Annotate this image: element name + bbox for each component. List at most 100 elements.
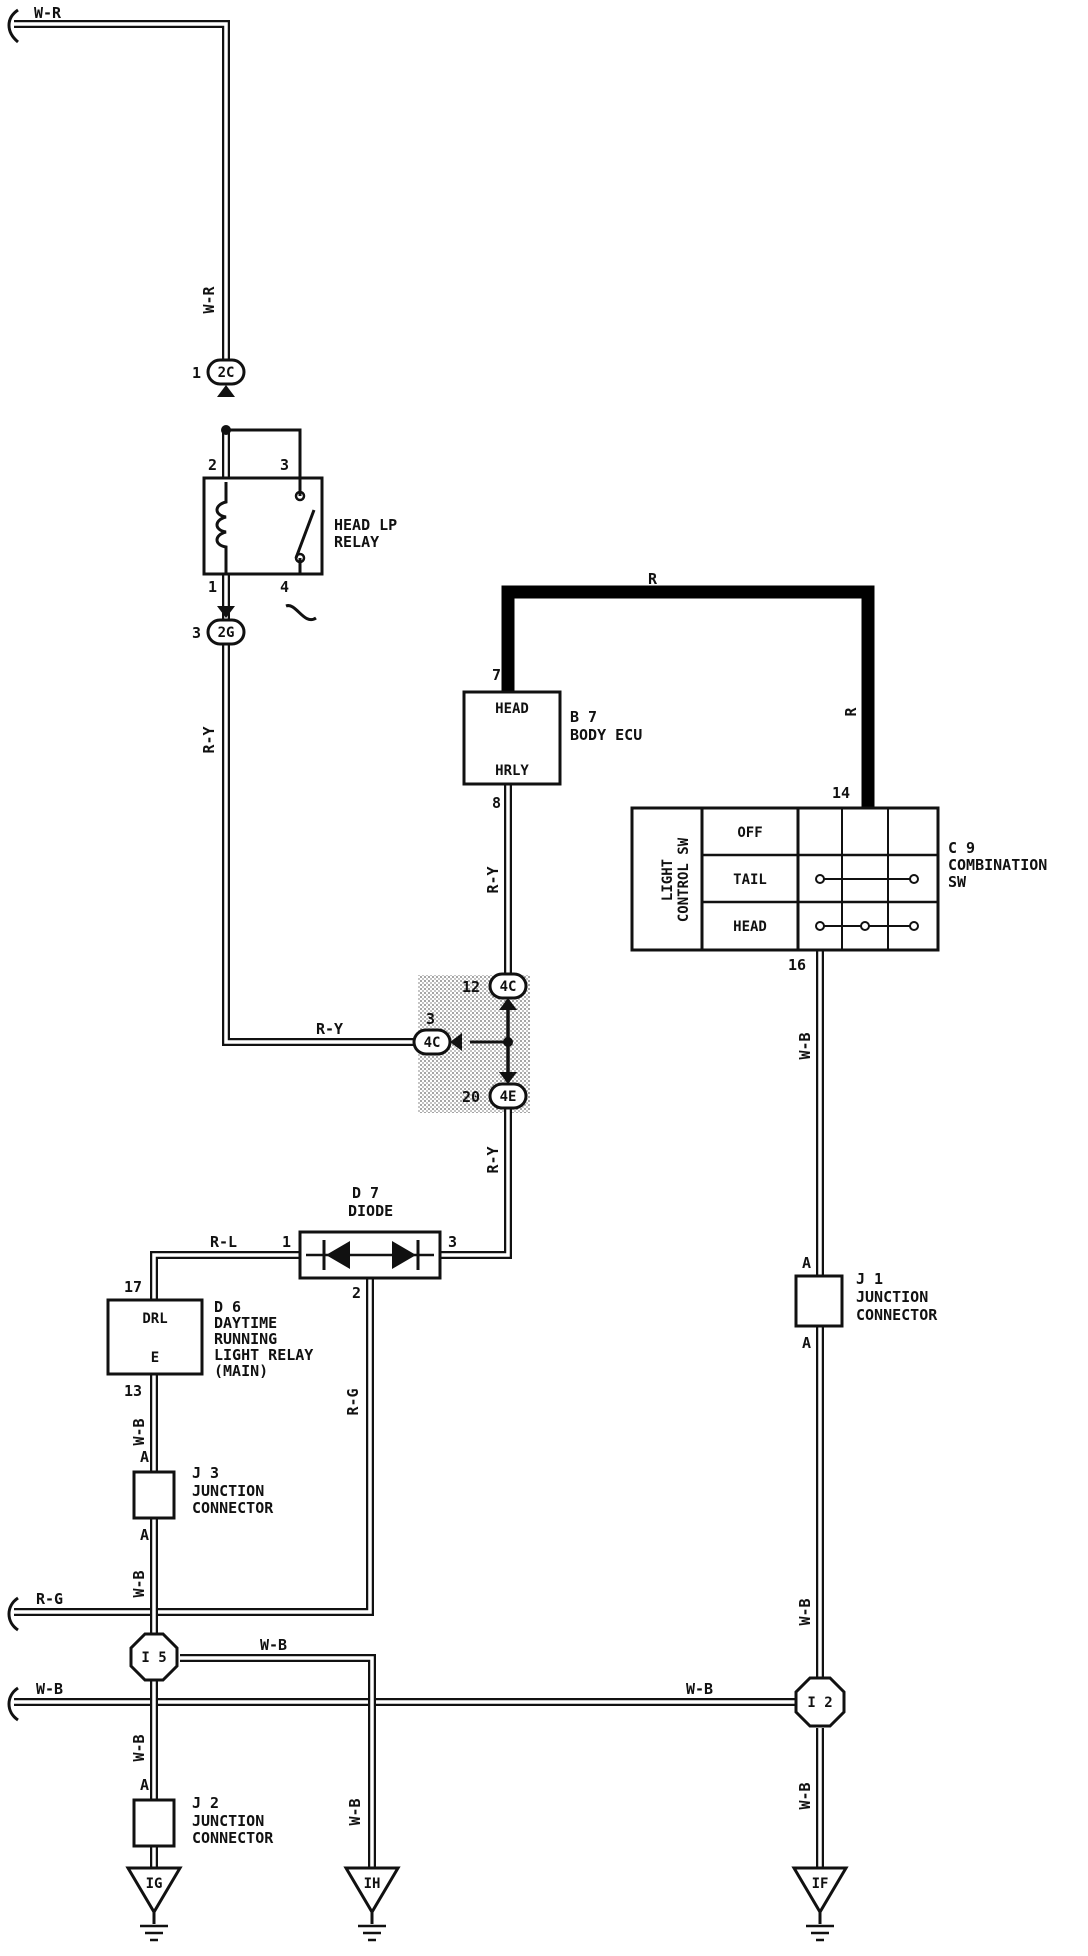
drl-pin-top: DRL bbox=[142, 1311, 167, 1327]
ground-ih: IH bbox=[343, 1866, 401, 1942]
pin-numbers: 1 2 3 1 4 3 7 8 14 16 12 3 20 1 3 2 17 1… bbox=[124, 364, 850, 1794]
pin-j3-a-top: A bbox=[140, 1448, 149, 1466]
pin-drl-17: 17 bbox=[124, 1278, 142, 1296]
pin-diode-1: 1 bbox=[282, 1233, 291, 1251]
wire-r-l bbox=[150, 1251, 300, 1300]
ecu-pin-hrly: HRLY bbox=[495, 763, 529, 779]
junction-j3: J 3 JUNCTION CONNECTOR bbox=[132, 1464, 274, 1520]
wire-label-w-b-ih: W-B bbox=[346, 1798, 364, 1825]
drl-pin-bot: E bbox=[151, 1350, 159, 1366]
connector-i5-label: I 5 bbox=[141, 1650, 166, 1666]
drl-line4: (MAIN) bbox=[214, 1362, 268, 1380]
junction-j1: J 1 JUNCTION CONNECTOR bbox=[794, 1270, 938, 1328]
ground-if: IF bbox=[791, 1866, 849, 1942]
connector-4c-left-label: 4C bbox=[424, 1035, 441, 1051]
combo-row-tail: TAIL bbox=[733, 872, 767, 888]
connector-2c-label: 2C bbox=[218, 365, 235, 381]
relay-switch bbox=[294, 478, 316, 574]
pin-ecu-7: 7 bbox=[492, 666, 501, 684]
combo-code: C 9 bbox=[948, 839, 975, 857]
connector-2c: 2C bbox=[206, 358, 246, 386]
pin-drl-13: 13 bbox=[124, 1382, 142, 1400]
wire-r-thick bbox=[501, 585, 875, 807]
wire-label-r-right: R bbox=[842, 707, 860, 717]
connector-2g: 2G bbox=[206, 618, 246, 646]
pin-relay-2: 2 bbox=[208, 456, 217, 474]
wire-label-w-b-i5-right: W-B bbox=[260, 1636, 287, 1654]
wire-label-r-y-ecu: R-Y bbox=[484, 866, 502, 893]
connector-4c-left: 4C bbox=[412, 1028, 452, 1056]
combo-row-off: OFF bbox=[737, 825, 762, 841]
combo-name: COMBINATION bbox=[948, 856, 1047, 874]
j1-line1: JUNCTION bbox=[856, 1288, 928, 1306]
combo-tail-contacts bbox=[815, 874, 919, 884]
wire-label-w-b-right-upper: W-B bbox=[796, 1032, 814, 1059]
ecu-code: B 7 bbox=[570, 708, 597, 726]
pin-combo-14: 14 bbox=[832, 784, 850, 802]
ground-ih-label: IH bbox=[364, 1876, 381, 1892]
j3-line1: JUNCTION bbox=[192, 1482, 264, 1500]
combination-switch: LIGHT CONTROL SW OFF TAIL HEAD C 9 COMBI… bbox=[630, 806, 1047, 952]
j2-line2: CONNECTOR bbox=[192, 1829, 274, 1847]
diode-code: D 7 bbox=[352, 1184, 379, 1202]
diode-name: DIODE bbox=[348, 1202, 393, 1220]
wire-label-w-b-left: W-B bbox=[36, 1680, 63, 1698]
ground-if-label: IF bbox=[812, 1876, 829, 1892]
pin-j1-a-bot: A bbox=[802, 1334, 811, 1352]
j2-code: J 2 bbox=[192, 1794, 219, 1812]
combo-head-contacts bbox=[815, 921, 919, 931]
drl-line1: DAYTIME bbox=[214, 1314, 277, 1332]
wire-w-r-top bbox=[14, 20, 230, 372]
j1-code: J 1 bbox=[856, 1270, 883, 1288]
connector-i5: I 5 bbox=[129, 1632, 179, 1682]
wire-label-r-y-left: R-Y bbox=[200, 726, 218, 753]
pin-4c-12: 12 bbox=[462, 978, 480, 996]
wire-label-w-r-vert: W-R bbox=[200, 285, 218, 313]
drl-line2: RUNNING bbox=[214, 1330, 277, 1348]
wire-label-w-b-right-lower: W-B bbox=[796, 1598, 814, 1625]
combo-sub: SW bbox=[948, 873, 967, 891]
connector-arrows bbox=[217, 385, 517, 1084]
connector-i2-label: I 2 bbox=[807, 1695, 832, 1711]
pin-relay-1: 1 bbox=[208, 578, 217, 596]
wire-label-w-b-j3: W-B bbox=[130, 1570, 148, 1597]
diode-d7: D 7 DIODE bbox=[298, 1184, 442, 1280]
drl-code: D 6 bbox=[214, 1298, 241, 1316]
wire-label-r-l: R-L bbox=[210, 1233, 237, 1251]
connector-4c-top: 4C bbox=[488, 972, 528, 1000]
drl-line3: LIGHT RELAY bbox=[214, 1346, 313, 1364]
wire-label-r-top: R bbox=[648, 570, 658, 588]
pin-diode-2: 2 bbox=[352, 1284, 361, 1302]
junction-j2: J 2 JUNCTION CONNECTOR bbox=[132, 1794, 274, 1848]
wire-label-r-g-vert: R-G bbox=[344, 1388, 362, 1415]
head-lp-relay: HEAD LP RELAY bbox=[202, 476, 397, 576]
ground-ig-label: IG bbox=[146, 1876, 163, 1892]
connector-4e-label: 4E bbox=[500, 1089, 517, 1105]
pin-4c-3: 3 bbox=[426, 1010, 435, 1028]
pin-2c-1: 1 bbox=[192, 364, 201, 382]
ground-ig: IG bbox=[125, 1866, 183, 1942]
wire-label-r-y-horiz: R-Y bbox=[316, 1020, 343, 1038]
pin-4e-20: 20 bbox=[462, 1088, 480, 1106]
combo-side-a: LIGHT bbox=[660, 859, 676, 901]
pin-j1-a-top: A bbox=[802, 1254, 811, 1272]
wire-label-w-b-i5-down: W-B bbox=[130, 1734, 148, 1761]
connector-i2: I 2 bbox=[794, 1676, 846, 1728]
pin-relay-4: 4 bbox=[280, 578, 289, 596]
pin-j2-a-top: A bbox=[140, 1776, 149, 1794]
pin-2g-3: 3 bbox=[192, 624, 201, 642]
connector-4e: 4E bbox=[488, 1082, 528, 1110]
connector-2g-label: 2G bbox=[218, 625, 235, 641]
drl-relay: DRL E D 6 DAYTIME RUNNING LIGHT RELAY (M… bbox=[106, 1298, 313, 1380]
relay-name: HEAD LP bbox=[334, 516, 397, 534]
ecu-name: BODY ECU bbox=[570, 726, 642, 744]
j3-line2: CONNECTOR bbox=[192, 1499, 274, 1517]
wire-label-w-r-top: W-R bbox=[34, 4, 62, 22]
wire-label-r-g-left: R-G bbox=[36, 1590, 63, 1608]
wire-labels: W-R W-R R-Y R-Y R-Y R-Y R R W-B W-B W-B … bbox=[34, 4, 860, 1826]
pin-ecu-8: 8 bbox=[492, 794, 501, 812]
wires bbox=[14, 20, 875, 1868]
wire-label-r-y-lower: R-Y bbox=[484, 1146, 502, 1173]
body-ecu: HEAD HRLY B 7 BODY ECU bbox=[462, 690, 642, 786]
